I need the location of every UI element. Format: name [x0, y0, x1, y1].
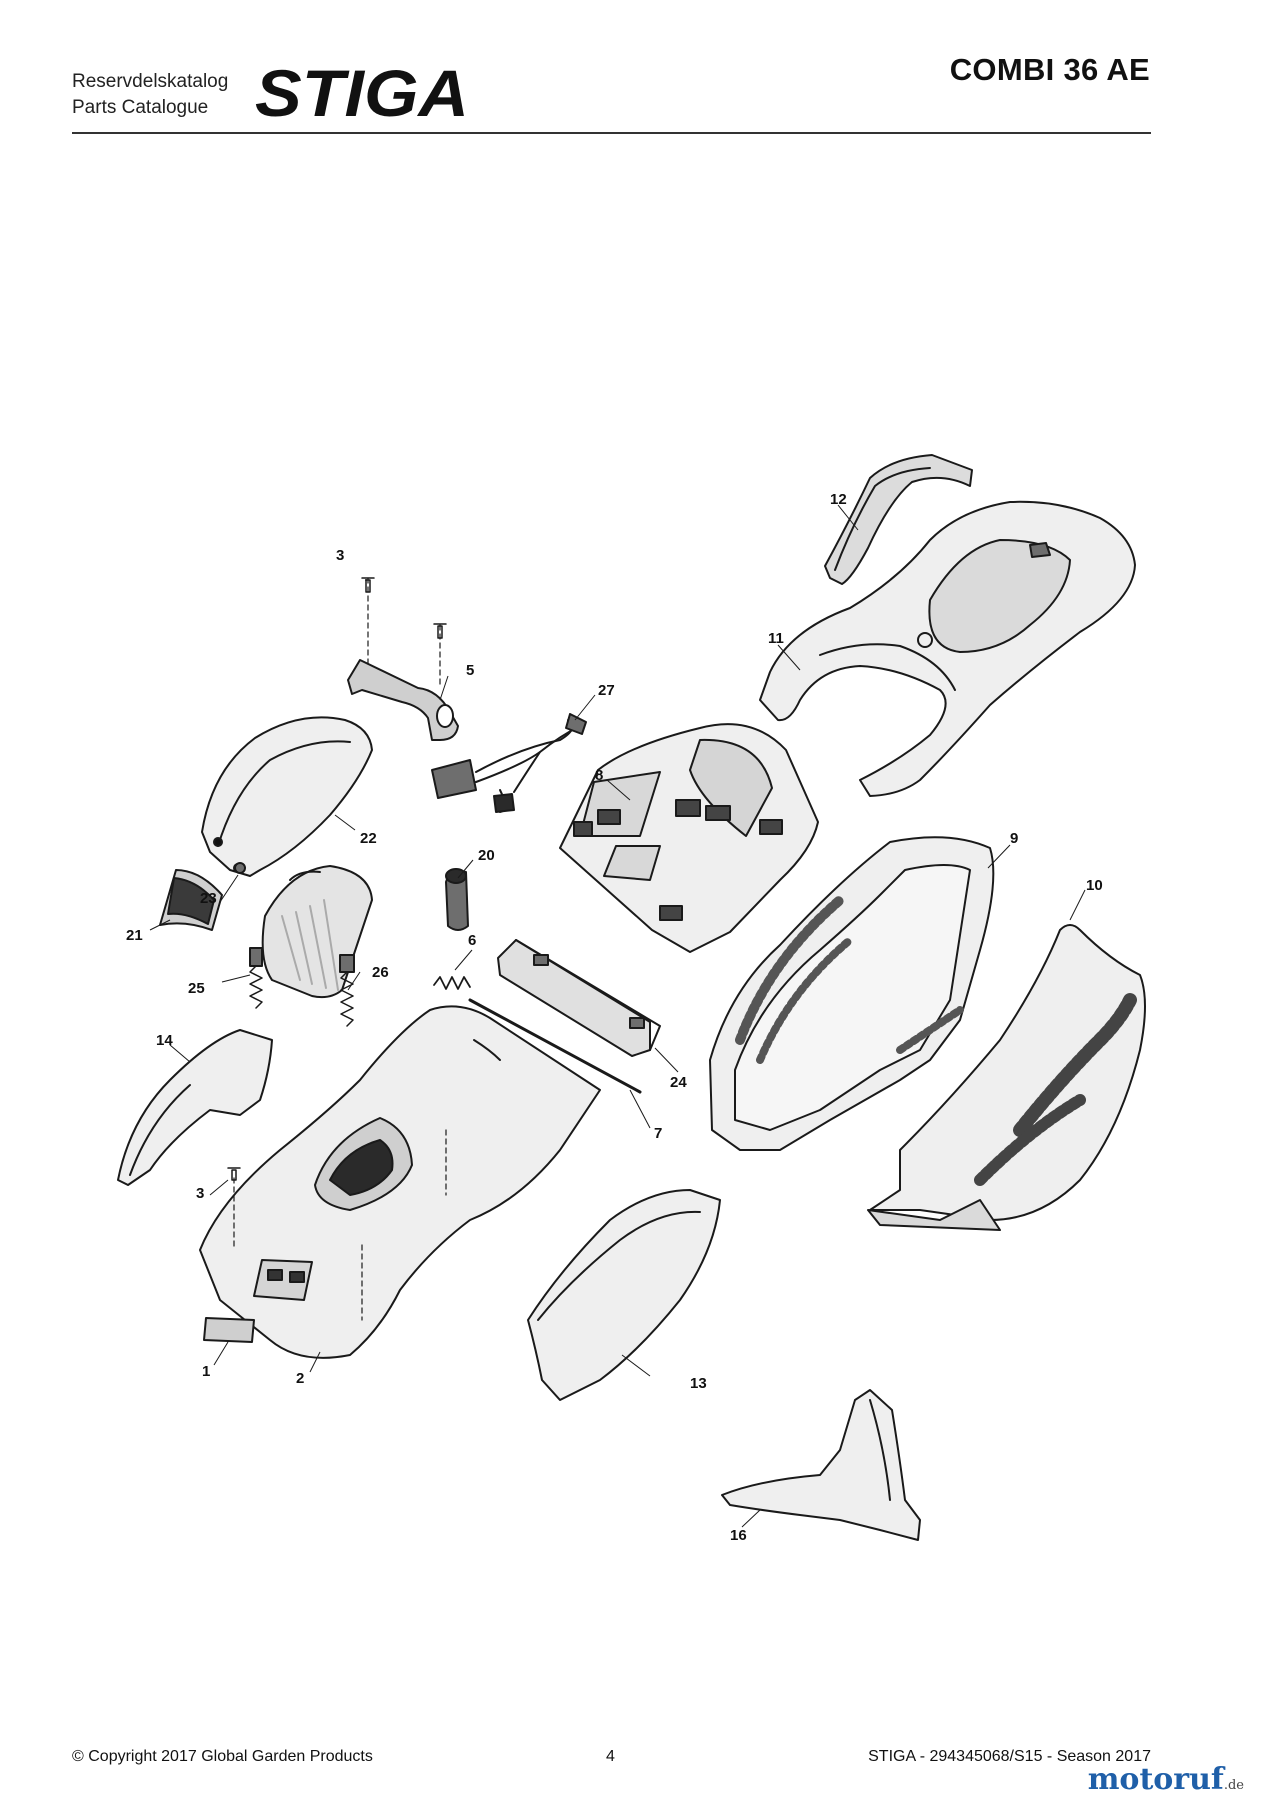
catalog-label-english: Parts Catalogue — [72, 97, 209, 118]
callout-labels: 12 11 3 5 27 8 9 10 22 23 20 6 21 25 26 … — [126, 491, 1103, 1544]
callout-13: 13 — [690, 1375, 707, 1392]
model-title: COMBI 36 AE — [949, 52, 1150, 87]
callout-2: 2 — [296, 1370, 304, 1387]
callout-14: 14 — [156, 1032, 173, 1049]
part-25-spring-bolt — [249, 947, 263, 1009]
part-8-control-panel — [559, 723, 819, 953]
callout-5: 5 — [466, 662, 474, 679]
callout-6: 6 — [468, 932, 476, 949]
callout-3-lower: 3 — [196, 1185, 204, 1202]
callout-7: 7 — [654, 1125, 662, 1142]
part-9-grass-box-upper — [709, 836, 995, 1151]
motoruf-watermark: motoruf.de — [1088, 1762, 1244, 1797]
callout-24: 24 — [670, 1074, 687, 1091]
part-14-side-skirt — [117, 1029, 273, 1186]
callout-8: 8 — [595, 767, 603, 784]
footer-copyright: © Copyright 2017 Global Garden Products — [72, 1748, 373, 1765]
part-27-wire-harness — [431, 713, 587, 813]
watermark-brand: motoruf — [1087, 1762, 1224, 1797]
battery-pack — [261, 865, 373, 999]
part-3-screw-lower — [227, 1167, 241, 1181]
callout-25: 25 — [188, 980, 205, 997]
callout-3-upper: 3 — [336, 547, 344, 564]
callout-27: 27 — [598, 682, 615, 699]
page-header: Reservdelskatalog Parts Catalogue STIGA … — [0, 0, 1272, 140]
callout-11: 11 — [768, 630, 784, 647]
part-1-front-grip — [203, 1317, 255, 1343]
part-24-hinge-bar — [497, 939, 661, 1057]
callout-22: 22 — [360, 830, 377, 847]
callout-10: 10 — [1086, 877, 1103, 894]
part-10-grass-box-lower — [867, 924, 1146, 1231]
part-16-deflector — [721, 1389, 921, 1541]
part-23-screw — [234, 862, 246, 874]
part-20-safety-key — [445, 868, 469, 931]
stiga-logo: STIGA — [255, 60, 469, 126]
footer-document-ref: STIGA - 294345068/S15 - Season 2017 — [868, 1748, 1151, 1765]
part-22-battery-cover — [201, 716, 373, 877]
callout-16: 16 — [730, 1527, 747, 1544]
part-2-main-housing — [199, 1005, 601, 1359]
callout-1: 1 — [202, 1363, 210, 1380]
callout-9: 9 — [1010, 830, 1018, 847]
callout-26: 26 — [372, 964, 389, 981]
watermark-suffix: .de — [1223, 1778, 1244, 1793]
header-divider — [72, 132, 1151, 134]
footer-page-number: 4 — [606, 1748, 615, 1765]
catalog-label-swedish: Reservdelskatalog — [72, 71, 229, 92]
part-21-battery-badge — [159, 869, 223, 931]
part-12-handle-grip — [824, 454, 973, 585]
svg-text:STIGA: STIGA — [255, 60, 469, 126]
callout-21: 21 — [126, 927, 143, 944]
part-7-rod — [468, 998, 642, 1094]
part-13-side-flap — [527, 1189, 721, 1401]
part-6-spring — [433, 976, 471, 990]
callout-20: 20 — [478, 847, 495, 864]
part-11-top-cover — [759, 500, 1136, 797]
callout-12: 12 — [830, 491, 847, 508]
part-5-carry-handle — [347, 577, 459, 741]
callout-23: 23 — [200, 890, 217, 907]
part-26-spring-bolt — [339, 954, 355, 1027]
leader-lines — [149, 504, 1086, 1528]
page-footer: © Copyright 2017 Global Garden Products … — [0, 1748, 1272, 1778]
